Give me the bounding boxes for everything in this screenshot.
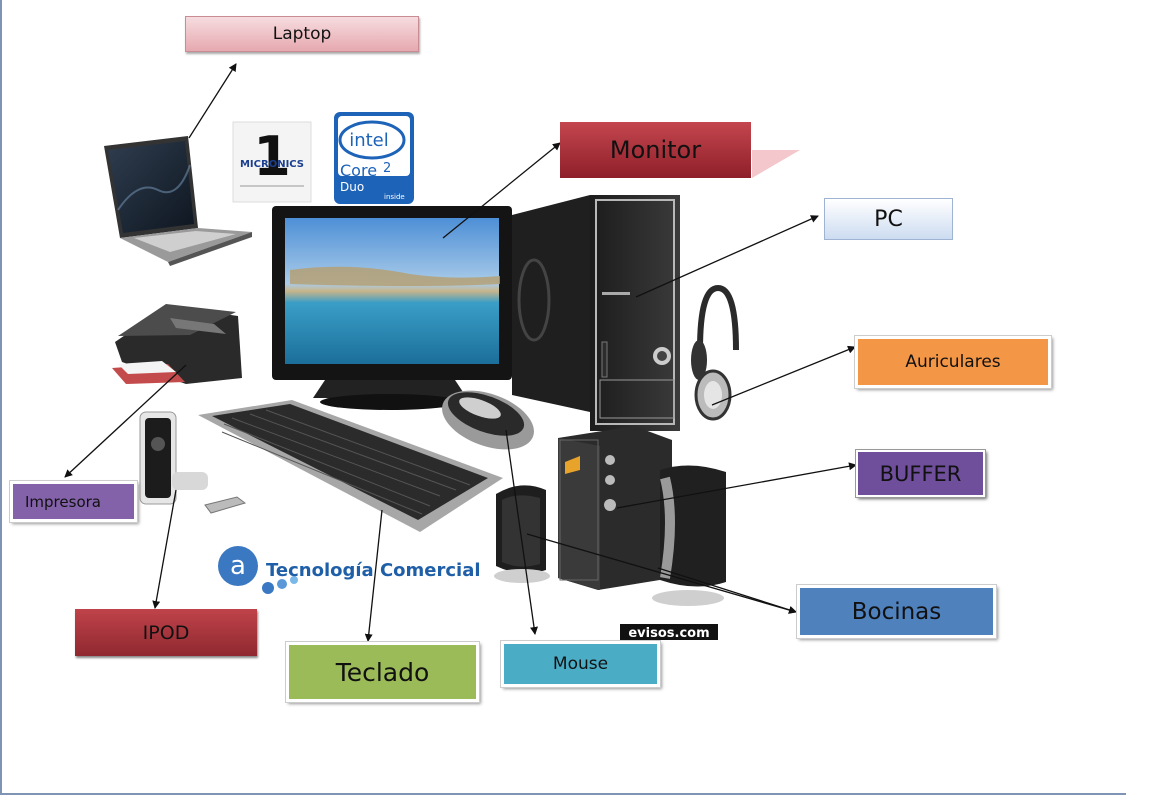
arrow-teclado (364, 509, 383, 642)
laptop-icon (104, 136, 252, 266)
arrow-buffer (616, 462, 857, 509)
arrow-bocinas-left (526, 533, 797, 614)
page-border-bottom (0, 793, 1126, 795)
connector-arrows (64, 63, 857, 642)
label-teclado: Teclado (285, 641, 480, 703)
tecnologia-comercial-logo: a Tecnología Comercial (218, 546, 481, 594)
monitor-label-tail (752, 150, 800, 178)
svg-text:a: a (230, 551, 246, 581)
svg-text:inside: inside (384, 193, 405, 201)
label-pc-text: PC (874, 206, 903, 232)
label-bocinas-text: Bocinas (851, 598, 942, 625)
svg-text:Tecnología Comercial: Tecnología Comercial (266, 560, 481, 581)
svg-text:intel: intel (349, 130, 389, 151)
svg-text:1: 1 (253, 125, 291, 188)
speaker-right-icon (652, 465, 726, 606)
printer-icon (112, 304, 242, 384)
arrow-laptop (188, 63, 237, 139)
label-buffer-text: BUFFER (879, 461, 962, 486)
page-border-left (0, 0, 2, 795)
label-laptop-text: Laptop (272, 24, 332, 44)
pc-tower-icon (512, 195, 680, 431)
arrow-impresora (64, 364, 187, 478)
label-teclado-text: Teclado (335, 657, 430, 687)
arrow-monitor (442, 142, 561, 239)
arrow-ipod (152, 489, 177, 609)
headphones-icon (691, 284, 739, 421)
arrow-auriculares (711, 345, 856, 406)
intel-core2-logo: intel Core 2 Duo inside (334, 112, 414, 204)
svg-text:2: 2 (383, 161, 391, 176)
micronics-logo: 1 MICRONICS (232, 121, 312, 203)
label-monitor: Monitor (560, 122, 751, 178)
evisos-watermark: evisos.com (620, 624, 718, 641)
label-ipod: IPOD (75, 609, 257, 656)
label-mouse-text: Mouse (552, 654, 609, 674)
label-auriculares: Auriculares (854, 335, 1052, 389)
label-impresora: Impresora (9, 480, 138, 523)
label-impresora-text: Impresora (25, 492, 101, 511)
mouse-icon (442, 390, 534, 450)
label-bocinas: Bocinas (796, 584, 997, 639)
keyboard-icon (198, 400, 503, 532)
arrow-mouse (505, 429, 538, 635)
label-monitor-text: Monitor (609, 136, 702, 164)
svg-text:Core: Core (340, 161, 377, 180)
subwoofer-icon (558, 426, 672, 590)
arrow-pc (635, 215, 819, 298)
label-buffer: BUFFER (855, 449, 986, 498)
speaker-left-icon (494, 485, 550, 583)
label-mouse: Mouse (500, 640, 661, 688)
svg-text:evisos.com: evisos.com (628, 626, 709, 641)
arrow-bocinas-right (657, 567, 797, 614)
label-auriculares-text: Auriculares (905, 352, 1001, 372)
label-laptop: Laptop (185, 16, 419, 52)
svg-text:Duo: Duo (340, 180, 364, 194)
label-pc: PC (824, 198, 953, 240)
label-ipod-text: IPOD (142, 621, 190, 644)
svg-text:MICRONICS: MICRONICS (240, 159, 304, 170)
webcam-icon (139, 411, 247, 514)
monitor-icon (272, 206, 512, 410)
